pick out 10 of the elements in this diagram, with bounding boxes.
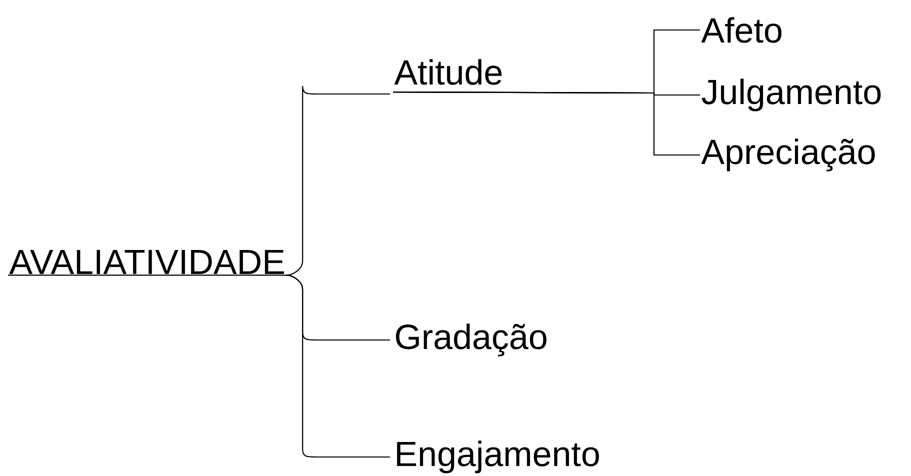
branch-label: Afeto — [701, 17, 782, 43]
brace-connector — [286, 85, 390, 276]
bracket-connector — [393, 92, 700, 156]
branch-label: Apreciação — [701, 138, 875, 172]
branch-label: Julgamento — [702, 78, 881, 112]
branch-label: Gradação — [396, 324, 546, 356]
branch-label: Engajamento — [397, 440, 599, 474]
brace-connector — [286, 274, 390, 458]
root-label: AVALIATIVIDADE — [8, 250, 287, 276]
branch-label: Atitude — [394, 59, 502, 85]
